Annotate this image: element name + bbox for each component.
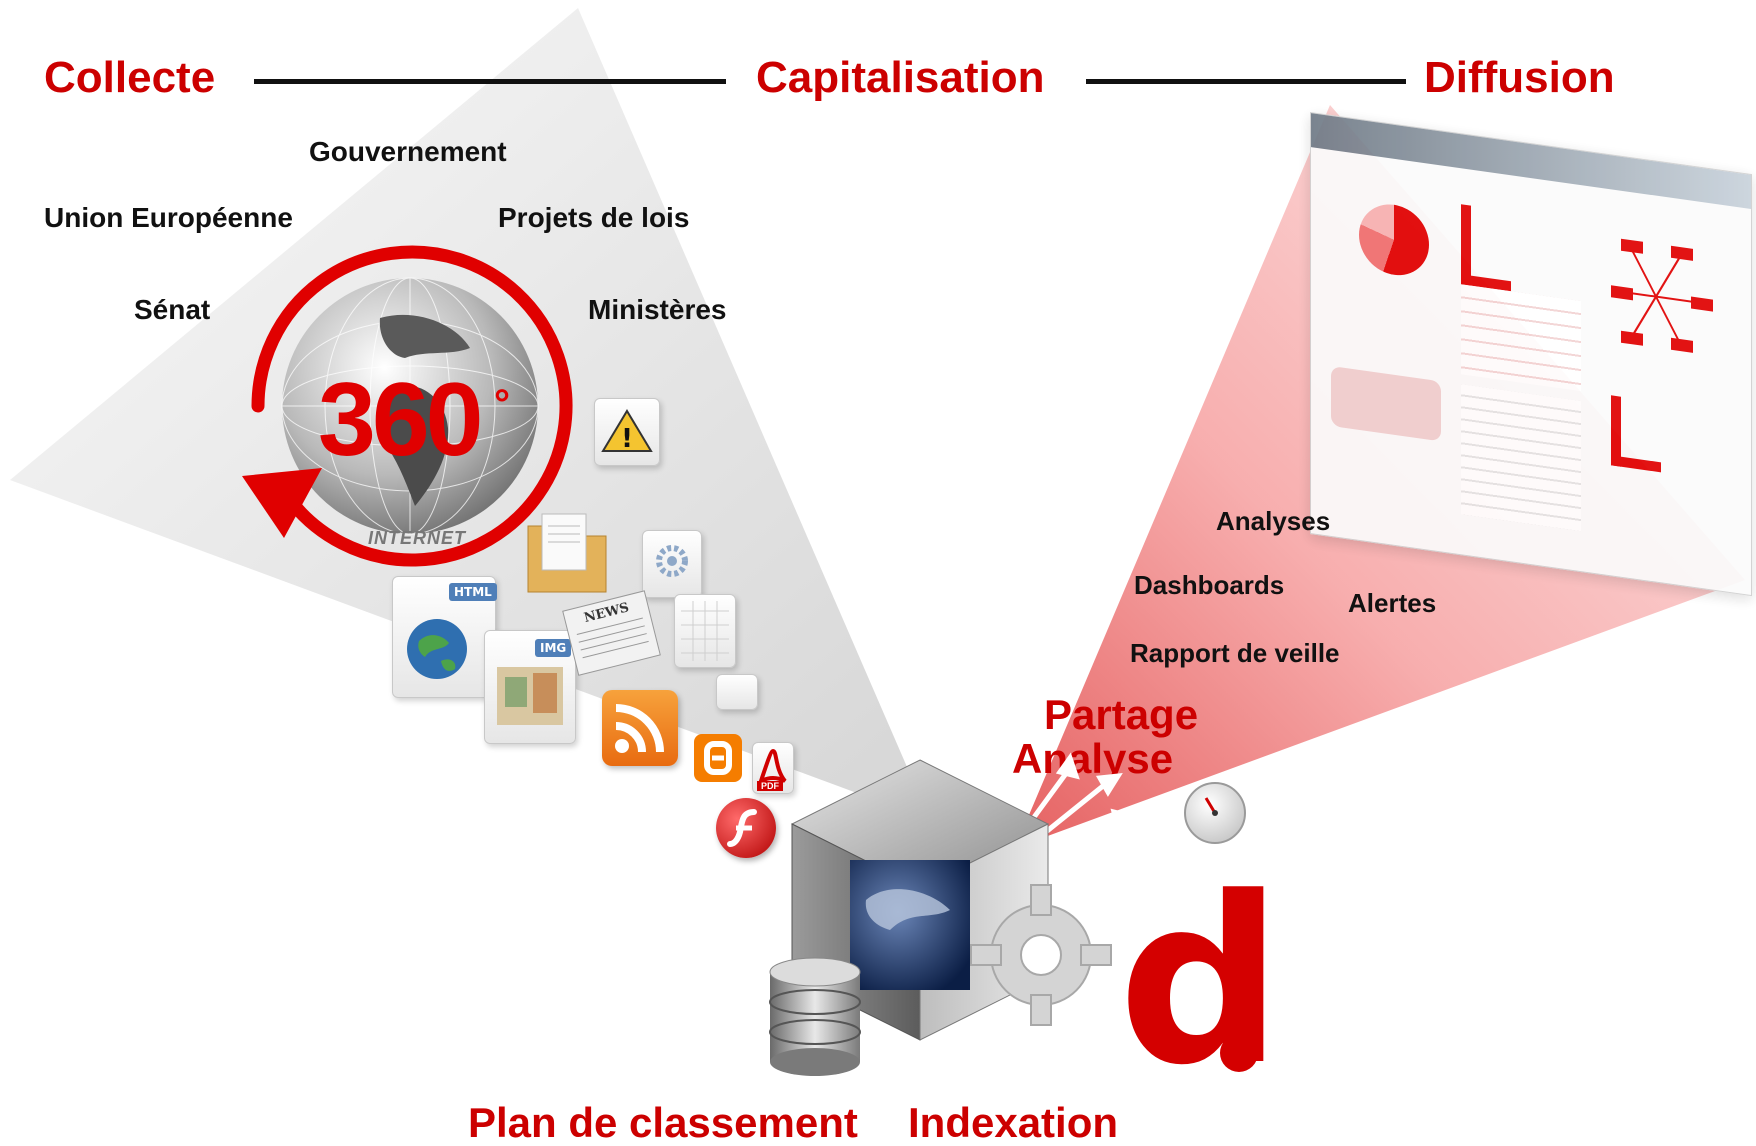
connector-line-left [254,79,726,84]
dashboard-graph-nodes [1601,224,1721,391]
folder-icon [520,506,612,598]
source-gouvernement: Gouvernement [309,136,507,167]
gauge-icon [1184,782,1246,844]
stage-capitalize-title: Capitalisation [756,53,1045,102]
source-senat: Sénat [134,294,211,325]
globe-internet-caption: INTERNET [368,528,466,548]
pdf-tag: PDF [757,781,783,791]
connector-line-right [1086,79,1406,84]
output-alertes: Alertes [1348,588,1437,618]
news-icon: NEWS [560,590,664,680]
source-union-europeenne: Union Européenne [44,202,293,233]
svg-text:!: ! [621,424,633,454]
flash-icon [716,798,776,858]
gear-icon [970,884,1112,1026]
source-projets-de-lois: Projets de lois [498,202,690,233]
database-icon [769,957,861,1076]
brand-logo-d: d [1118,849,1283,1116]
globe-degree-symbol: ° [494,382,510,426]
dashboard-world-map [1331,365,1441,442]
action-analyse: Analyse [1012,735,1174,782]
small-news-icon [716,674,758,710]
html-tag: HTML [449,583,497,601]
bottom-plan-de-classement: Plan de classement [468,1099,858,1146]
dashboard-bar-block-2 [1611,395,1661,473]
output-analyses: Analyses [1216,506,1331,536]
action-partage: Partage [1044,691,1199,738]
stage-diffusion-title: Diffusion [1424,53,1615,102]
bottom-indexation: Indexation [908,1099,1119,1146]
globe-graphic [242,245,573,567]
source-ministeres: Ministères [588,294,727,325]
rotation-arrowhead [242,468,322,538]
output-rapport-de-veille: Rapport de veille [1130,638,1340,668]
globe-360-number: 360 [318,362,484,478]
calendar-document-icon [674,594,736,668]
globe-continent-africa [376,385,449,506]
dashboard-preview [1310,112,1752,597]
rss-feed-icon [602,690,678,766]
dashboard-bar-block-1 [1461,204,1511,292]
pdf-document-icon: PDF [752,742,794,794]
output-dashboards: Dashboards [1134,570,1285,600]
warning-document-icon: ! [594,398,660,466]
img-tag: IMG [535,639,572,657]
blogger-icon [694,734,742,782]
dashboard-table-1 [1461,284,1581,392]
stage-collect-title: Collecte [44,53,216,102]
globe-continent-europe [379,314,470,358]
image-document-icon: IMG [484,630,576,744]
brand-logo-dot [1220,1034,1258,1072]
gear-document-icon [642,530,702,598]
html-document-icon: HTML [392,576,497,698]
rotation-arrow-ring [251,245,573,567]
dashboard-text-list [1461,384,1581,532]
dashboard-pie-chart [1359,199,1429,280]
